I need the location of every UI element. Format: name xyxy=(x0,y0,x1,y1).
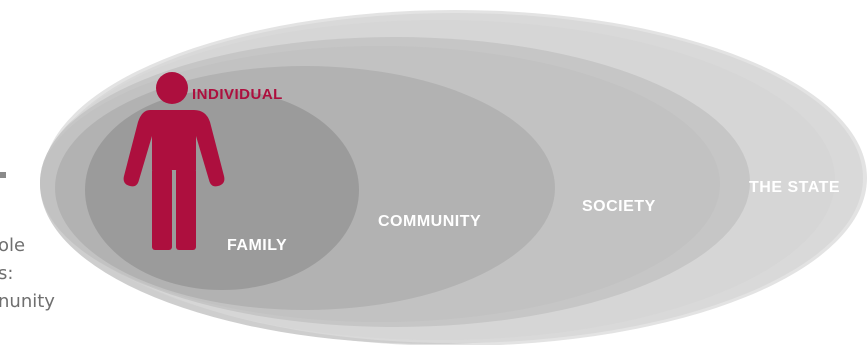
society-label: SOCIETY xyxy=(582,198,656,215)
individual-label: INDIVIDUAL xyxy=(192,86,283,103)
family-label: FAMILY xyxy=(227,237,287,254)
cropped-text-line-3: nunity xyxy=(0,291,55,312)
person-icon xyxy=(123,72,225,250)
cropped-text-line-2: s: xyxy=(0,263,14,284)
state-label: THE STATE xyxy=(749,179,840,196)
community-label: COMMUNITY xyxy=(378,213,481,230)
cropped-text-line-1: ole xyxy=(0,235,26,256)
cropped-text-fragment xyxy=(0,172,6,178)
